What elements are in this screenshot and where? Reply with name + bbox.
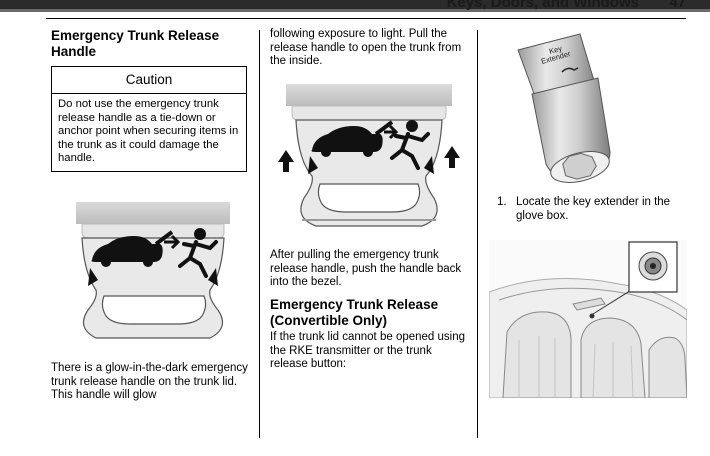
emergency-trunk-handle-pull-illustration: [278, 84, 460, 227]
page-number: 47: [669, 0, 686, 11]
key-label: Key: [548, 44, 563, 56]
running-person-icon: [390, 120, 430, 170]
emergency-trunk-handle-illustration: [76, 202, 230, 339]
top-rule: [46, 18, 686, 19]
car-trunk-mini-icon: [561, 67, 579, 73]
step-number: 1.: [497, 196, 507, 208]
list-item: 1. Locate the key extender in the glove …: [497, 196, 687, 223]
convertible-rear-seat-illustration: [489, 240, 687, 398]
left-paragraph: There is a glow-in-the-dark emergency tr…: [51, 362, 248, 401]
caution-box: Caution Do not use the emergency trunk r…: [51, 66, 247, 172]
key-extender-illustration: Key Extender: [517, 33, 611, 183]
running-person-icon: [178, 228, 218, 278]
section-title: Keys, Doors, and Windows: [446, 0, 639, 11]
car-open-trunk-icon: [91, 230, 181, 267]
middle-paragraph-2: After pulling the emergency trunk releas…: [270, 249, 462, 288]
caution-title: Caution: [52, 67, 246, 94]
car-open-trunk-icon: [311, 120, 399, 157]
bezel: [76, 202, 230, 224]
middle-paragraph-1: following exposure to light. Pull the re…: [270, 28, 462, 67]
column-divider-1: [259, 30, 260, 438]
steps-list: 1. Locate the key extender in the glove …: [497, 196, 687, 223]
section-heading-convertible: Emergency Trunk Release (Convertible Onl…: [270, 297, 439, 328]
up-arrow-icon: [278, 150, 294, 172]
step-text: Locate the key extender in the glove box…: [516, 196, 671, 222]
column-divider-2: [477, 30, 478, 438]
up-arrow-icon: [444, 146, 460, 168]
top-bar: [0, 0, 710, 12]
running-head: Keys, Doors, and Windows 47: [447, 0, 686, 11]
section-heading-handle: Emergency Trunk Release Handle: [51, 28, 220, 59]
caution-text: Do not use the emergency trunk release h…: [58, 98, 239, 165]
middle-paragraph-3: If the trunk lid cannot be opened using …: [270, 331, 466, 370]
